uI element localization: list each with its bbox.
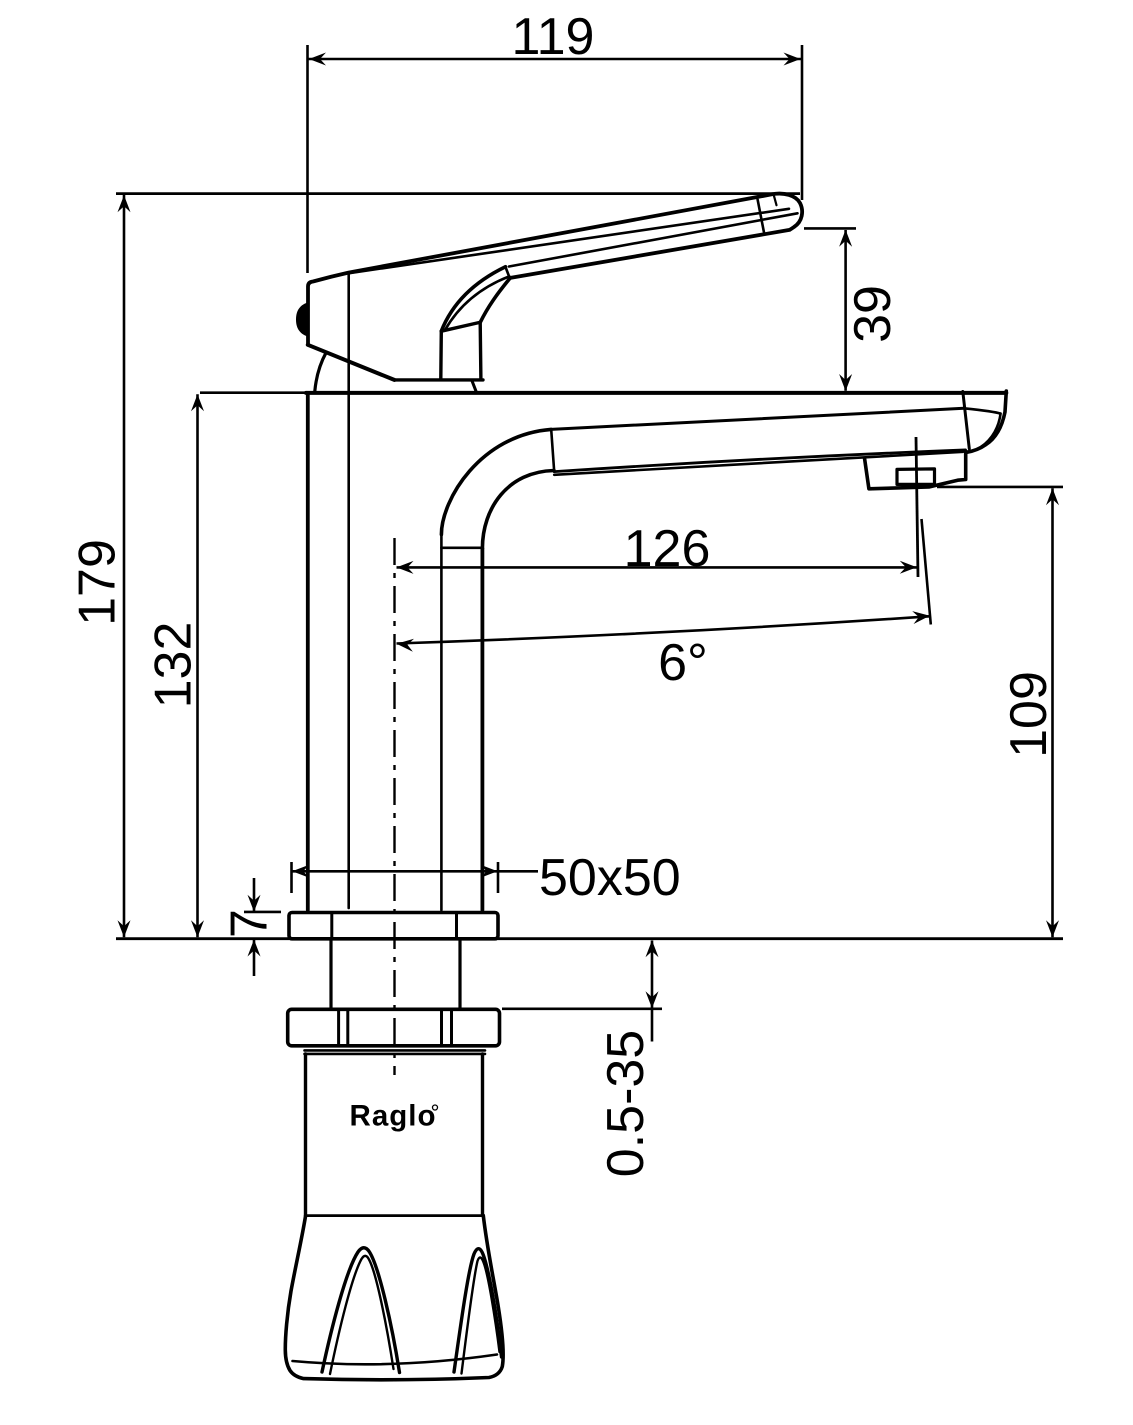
svg-text:126: 126 <box>624 520 711 578</box>
svg-text:7: 7 <box>221 909 279 938</box>
svg-text:Raglo: Raglo <box>350 1100 437 1133</box>
svg-text:39: 39 <box>844 285 902 343</box>
svg-text:6°: 6° <box>658 634 708 692</box>
svg-text:109: 109 <box>1000 671 1058 758</box>
svg-text:119: 119 <box>512 8 595 66</box>
svg-text:0.5-35: 0.5-35 <box>597 1030 655 1177</box>
svg-text:50x50: 50x50 <box>539 849 681 907</box>
svg-text:179: 179 <box>69 539 127 626</box>
svg-text:132: 132 <box>145 622 203 709</box>
